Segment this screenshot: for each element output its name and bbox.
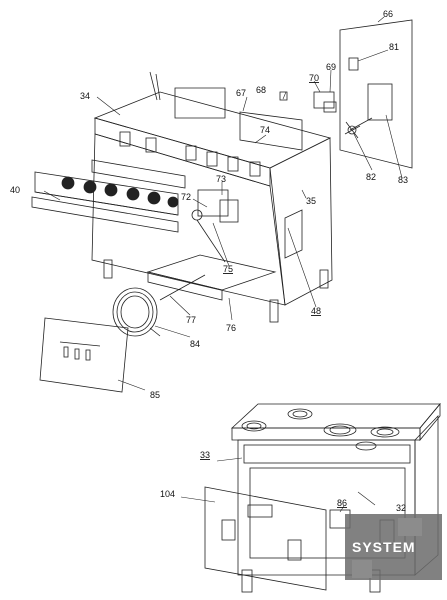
label-33: 33 — [200, 450, 210, 460]
label-75: 75 — [223, 264, 233, 274]
label-104: 104 — [160, 489, 175, 499]
label-69: 69 — [326, 62, 336, 72]
label-66: 66 — [383, 9, 393, 19]
rear-cover-plate — [39, 317, 129, 393]
side-panel — [339, 19, 413, 169]
label-84: 84 — [190, 339, 200, 349]
label-86: 86 — [337, 498, 347, 508]
label-73: 73 — [216, 174, 226, 184]
label-68: 68 — [256, 85, 266, 95]
oven-interior-parts — [191, 189, 239, 263]
label-34: 34 — [80, 91, 90, 101]
label-72: 72 — [181, 192, 191, 202]
label-81: 81 — [389, 42, 399, 52]
label-82: 82 — [366, 172, 376, 182]
watermark-logo: SYSTEM — [345, 514, 442, 580]
label-85: 85 — [150, 390, 160, 400]
cooktop-hotplates — [241, 408, 400, 451]
knob-panel — [31, 159, 186, 233]
label-76: 76 — [226, 323, 236, 333]
label-32: 32 — [396, 503, 406, 513]
leader-lines — [43, 16, 403, 513]
label-77: 77 — [186, 315, 196, 325]
label-48: 48 — [311, 306, 321, 316]
control-knobs — [61, 176, 179, 208]
watermark-text: SYSTEM — [352, 539, 416, 555]
part-labels: 34 40 72 73 74 75 76 77 84 85 35 48 67 6… — [10, 9, 408, 513]
label-67: 67 — [236, 88, 246, 98]
label-40: 40 — [10, 185, 20, 195]
front-access-panel — [204, 486, 327, 591]
round-heating-element — [112, 287, 161, 337]
rear-small-parts — [239, 91, 337, 151]
label-35: 35 — [306, 196, 316, 206]
drawer-tray — [146, 254, 277, 301]
label-83: 83 — [398, 175, 408, 185]
range-body — [91, 71, 333, 323]
label-70: 70 — [309, 73, 319, 83]
label-74: 74 — [260, 125, 270, 135]
